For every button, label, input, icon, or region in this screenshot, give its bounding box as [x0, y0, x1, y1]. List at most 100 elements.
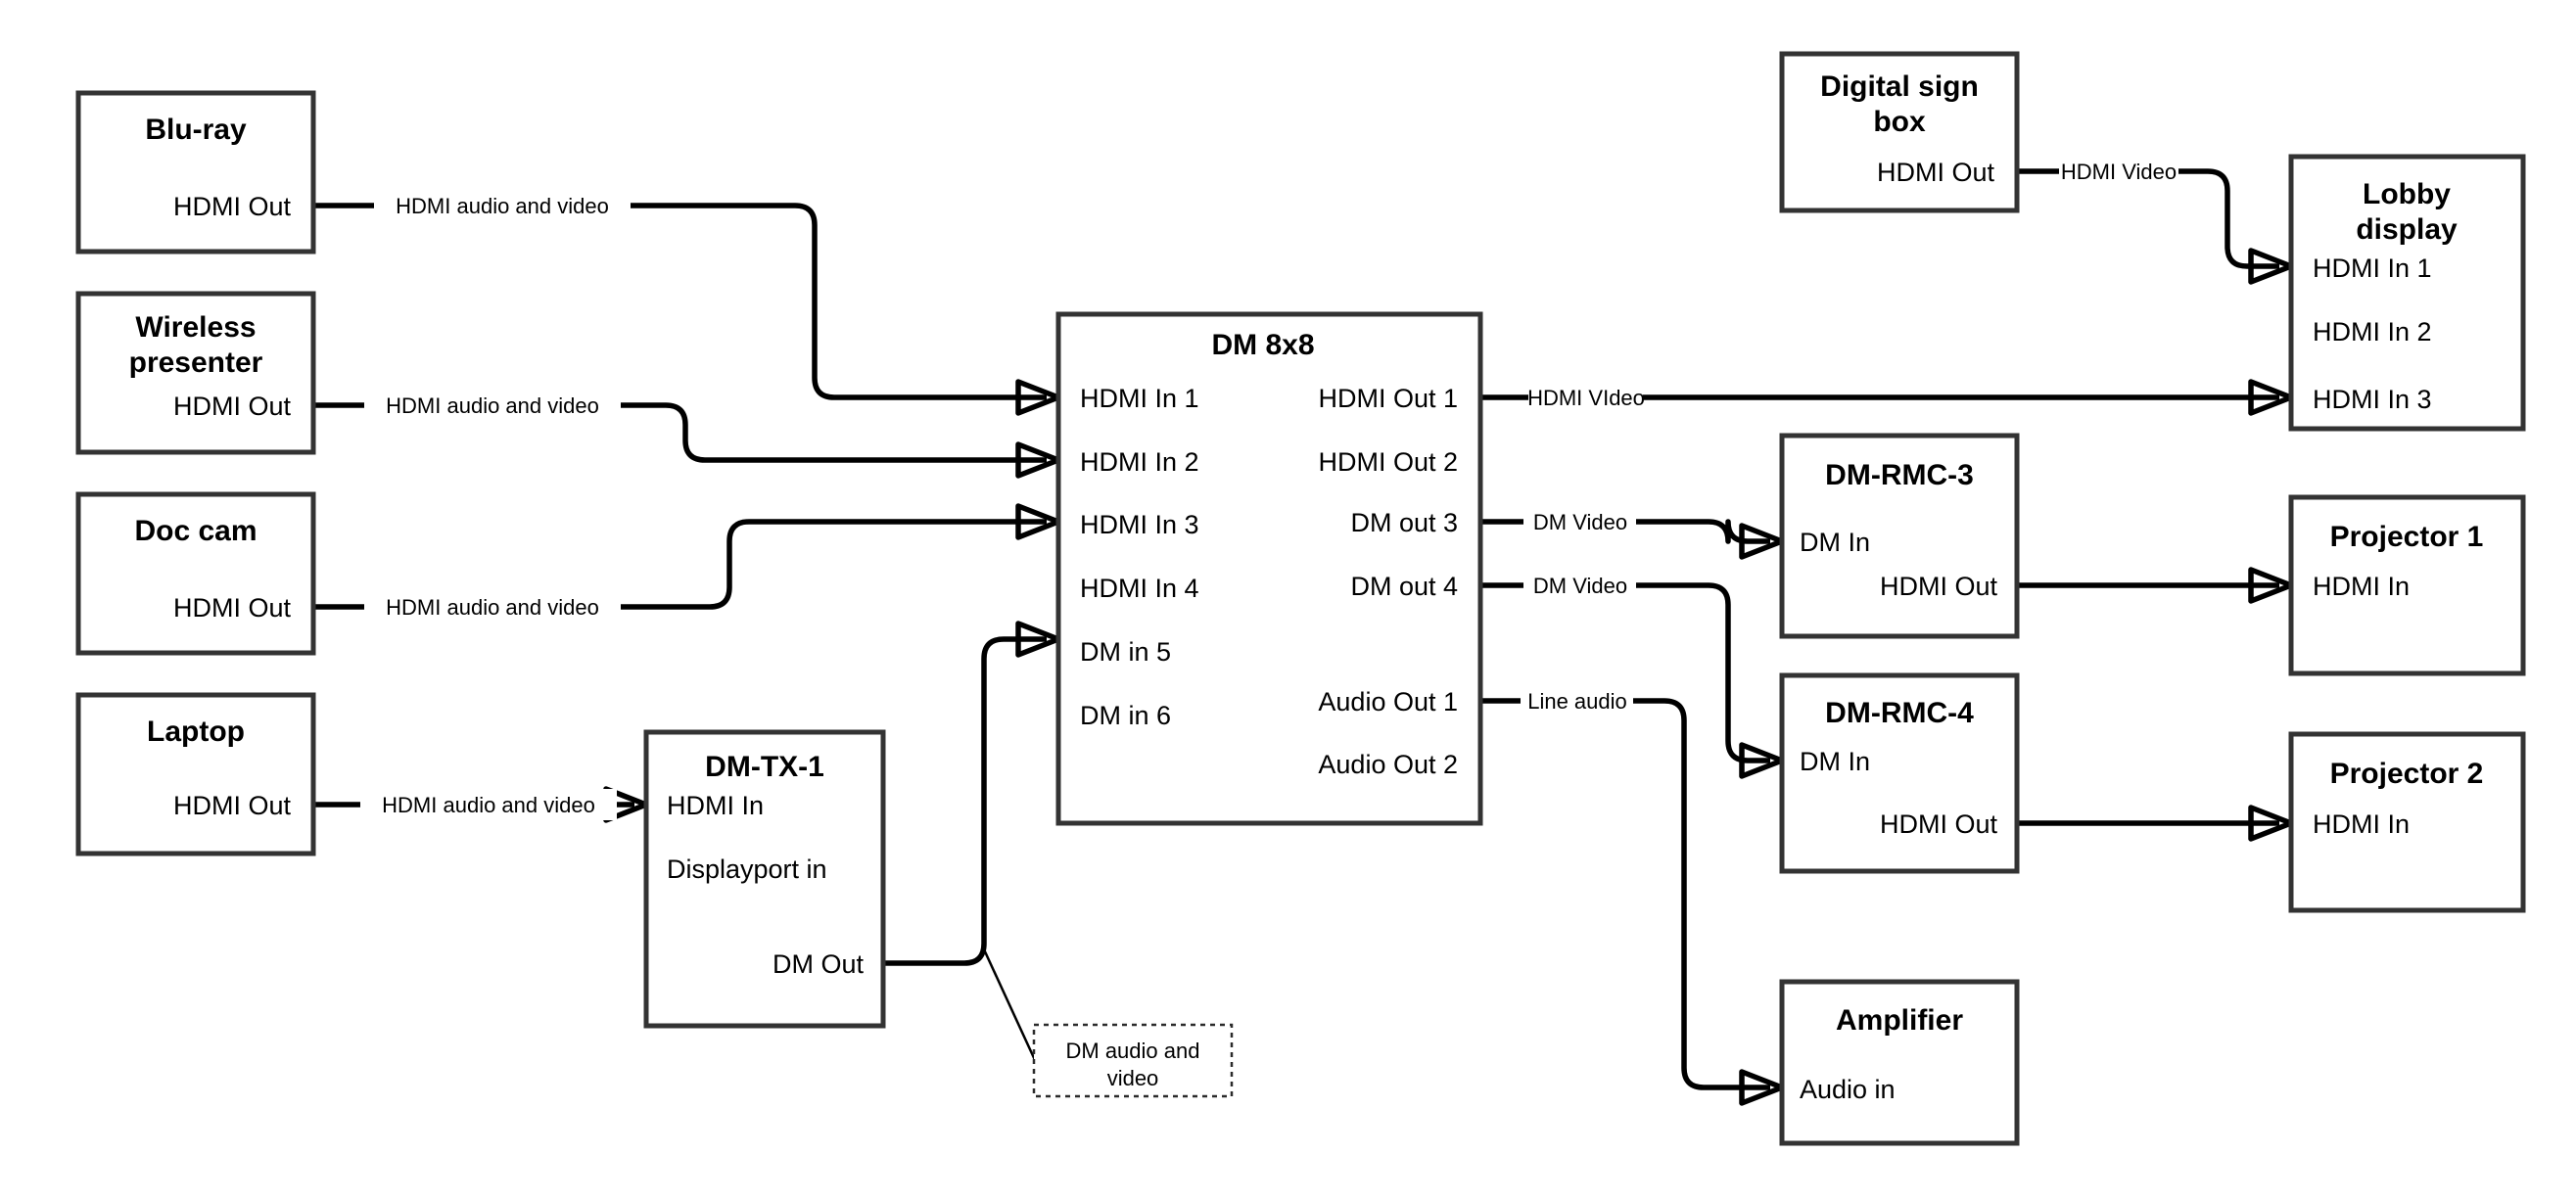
digital-sign-box-title-line2: box	[1873, 106, 1926, 138]
bluray-title: Blu-ray	[145, 114, 247, 146]
edge-label-doccam-to-hdmi-in-3: HDMI audio and video	[364, 591, 621, 623]
wire-wireless-to-hdmi-in-2	[313, 402, 1047, 463]
doc-cam-title: Doc cam	[134, 515, 257, 547]
node-dm-tx-1[interactable]: DM-TX-1 HDMI In Displayport in DM Out	[643, 729, 886, 1029]
dm-8x8-output-audio-out-1: Audio Out 1	[1318, 687, 1458, 716]
projector-1-port-hdmi-in: HDMI In	[2313, 572, 2410, 601]
dm-8x8-output-hdmi-out-2: HDMI Out 2	[1318, 447, 1458, 477]
dm-8x8-box[interactable]	[1055, 311, 1483, 826]
dm-8x8-output-dm-out-3: DM out 3	[1350, 508, 1458, 537]
bluray-box[interactable]	[75, 90, 316, 254]
edge-label-digitalsign-to-lobby: HDMI Video	[2059, 156, 2178, 187]
projector-2-port-hdmi-in: HDMI In	[2313, 809, 2410, 839]
edge-label-wireless-text: HDMI audio and video	[386, 393, 599, 418]
dm-8x8-output-hdmi-out-1: HDMI Out 1	[1318, 384, 1458, 413]
dm-8x8-output-dm-out-4: DM out 4	[1350, 572, 1458, 601]
callout-box	[1032, 1023, 1234, 1098]
wire-dmtx1-to-dm-in-5	[883, 636, 1047, 966]
edge-label-line-audio-text: Line audio	[1527, 689, 1627, 714]
wire-bluray-to-hdmi-in-1	[313, 203, 1047, 400]
dm-8x8-input-hdmi-in-2: HDMI In 2	[1080, 447, 1199, 477]
lobby-display-port-hdmi-in-1: HDMI In 1	[2313, 254, 2432, 283]
edge-label-hdmi-video-sign-text: HDMI Video	[2061, 160, 2177, 184]
dm-8x8-title: DM 8x8	[1211, 329, 1314, 361]
dm-rmc-4-port-hdmi-out: HDMI Out	[1880, 809, 1998, 839]
dm-rmc-3-port-dm-in: DM In	[1800, 528, 1870, 557]
digital-sign-box-port-hdmi-out: HDMI Out	[1877, 158, 1995, 187]
node-lobby-display[interactable]: Lobby display HDMI In 1 HDMI In 2 HDMI I…	[2288, 154, 2526, 432]
edge-label-wireless-to-hdmi-in-2: HDMI audio and video	[364, 390, 621, 421]
edge-label-dm-out-4-to-rmc4: DM Video	[1523, 570, 1636, 601]
projector-1-title: Projector 1	[2330, 521, 2484, 553]
callout-dm-audio-and-video: DM audio and video	[1032, 1023, 1234, 1098]
laptop-box[interactable]	[75, 692, 316, 856]
arrowhead-hdmi-in-3	[1015, 503, 1061, 540]
arrowhead-lobby-hdmi-in-1	[2248, 248, 2294, 285]
dm-8x8-input-dm-in-5: DM in 5	[1080, 637, 1171, 667]
edge-label-dm-video-4-text: DM Video	[1533, 574, 1627, 598]
lobby-display-port-hdmi-in-2: HDMI In 2	[2313, 317, 2432, 346]
dm-8x8-input-hdmi-in-1: HDMI In 1	[1080, 384, 1199, 413]
edge-label-laptop-to-dmtx1: HDMI audio and video	[360, 789, 617, 820]
node-projector-1[interactable]: Projector 1 HDMI In	[2288, 494, 2526, 676]
doc-cam-port-hdmi-out: HDMI Out	[173, 593, 292, 623]
lobby-display-title-line1: Lobby	[2363, 178, 2451, 210]
edge-label-dm-video-3-text: DM Video	[1533, 510, 1627, 534]
wireless-presenter-port-hdmi-out: HDMI Out	[173, 392, 292, 421]
wire-doccam-to-hdmi-in-3	[313, 519, 1047, 610]
arrowhead-dm-in-5	[1015, 621, 1061, 658]
laptop-port-hdmi-out: HDMI Out	[173, 791, 292, 820]
node-amplifier[interactable]: Amplifier Audio in	[1779, 979, 2020, 1146]
projector-1-box[interactable]	[2288, 494, 2526, 676]
dm-rmc-3-port-hdmi-out: HDMI Out	[1880, 572, 1998, 601]
wireless-presenter-title-line2: presenter	[129, 346, 263, 379]
arrowhead-lobby-hdmi-in-3	[2248, 379, 2294, 416]
lobby-display-port-hdmi-in-3: HDMI In 3	[2313, 385, 2432, 414]
callout-text-line2: video	[1107, 1066, 1159, 1090]
wireless-presenter-title-line1: Wireless	[135, 311, 256, 344]
dm-tx-1-port-dm-out: DM Out	[773, 949, 865, 979]
dm-8x8-input-dm-in-6: DM in 6	[1080, 701, 1171, 730]
arrowhead-projector2-hdmi-in	[2248, 805, 2294, 842]
laptop-title: Laptop	[147, 716, 245, 748]
edge-label-audio-out-1-to-amp: Line audio	[1521, 685, 1633, 716]
node-projector-2[interactable]: Projector 2 HDMI In	[2288, 731, 2526, 913]
edge-label-hdmi-video-text: HDMI VIdeo	[1527, 386, 1645, 410]
node-dm-8x8[interactable]: DM 8x8 HDMI In 1 HDMI In 2 HDMI In 3 HDM…	[1055, 311, 1483, 826]
node-digital-sign-box[interactable]: Digital sign box HDMI Out	[1779, 51, 2020, 213]
node-doc-cam[interactable]: Doc cam HDMI Out	[75, 491, 316, 656]
wire-audio-out-1-run	[1633, 698, 1770, 1090]
arrowhead-hdmi-in-1	[1015, 379, 1061, 416]
bluray-port-hdmi-out: HDMI Out	[173, 192, 292, 221]
projector-2-title: Projector 2	[2330, 758, 2484, 790]
dm-tx-1-box[interactable]	[643, 729, 886, 1029]
dm-rmc-4-box[interactable]	[1779, 672, 2020, 874]
projector-2-box[interactable]	[2288, 731, 2526, 913]
lobby-display-title-line2: display	[2356, 213, 2458, 246]
node-wireless-presenter[interactable]: Wireless presenter HDMI Out	[75, 291, 316, 455]
node-dm-rmc-4[interactable]: DM-RMC-4 DM In HDMI Out	[1779, 672, 2020, 874]
dm-rmc-3-box[interactable]	[1779, 433, 2020, 639]
dm-8x8-input-hdmi-in-3: HDMI In 3	[1080, 510, 1199, 539]
arrowhead-hdmi-in-2	[1015, 441, 1061, 479]
edge-label-dm-out-3-to-rmc3: DM Video	[1523, 506, 1636, 537]
edge-label-bluray-to-hdmi-in-1: HDMI audio and video	[374, 190, 631, 221]
amplifier-box[interactable]	[1779, 979, 2020, 1146]
dm-rmc-4-title: DM-RMC-4	[1825, 697, 1974, 729]
arrowhead-projector1-hdmi-in	[2248, 567, 2294, 604]
node-bluray[interactable]: Blu-ray HDMI Out	[75, 90, 316, 254]
edge-label-bluray-text: HDMI audio and video	[396, 194, 609, 218]
arrowhead-rmc4-dm-in	[1739, 742, 1785, 779]
dm-rmc-3-title: DM-RMC-3	[1825, 459, 1974, 491]
lobby-display-box[interactable]	[2288, 154, 2526, 432]
wireless-presenter-box[interactable]	[75, 291, 316, 455]
node-dm-rmc-3[interactable]: DM-RMC-3 DM In HDMI Out	[1779, 433, 2020, 639]
doc-cam-box[interactable]	[75, 491, 316, 656]
dm-rmc-4-port-dm-in: DM In	[1800, 747, 1870, 776]
edge-label-doccam-text: HDMI audio and video	[386, 595, 599, 620]
node-laptop[interactable]: Laptop HDMI Out	[75, 692, 316, 856]
amplifier-port-audio-in: Audio in	[1800, 1075, 1896, 1104]
digital-sign-box-rect[interactable]	[1779, 51, 2020, 213]
